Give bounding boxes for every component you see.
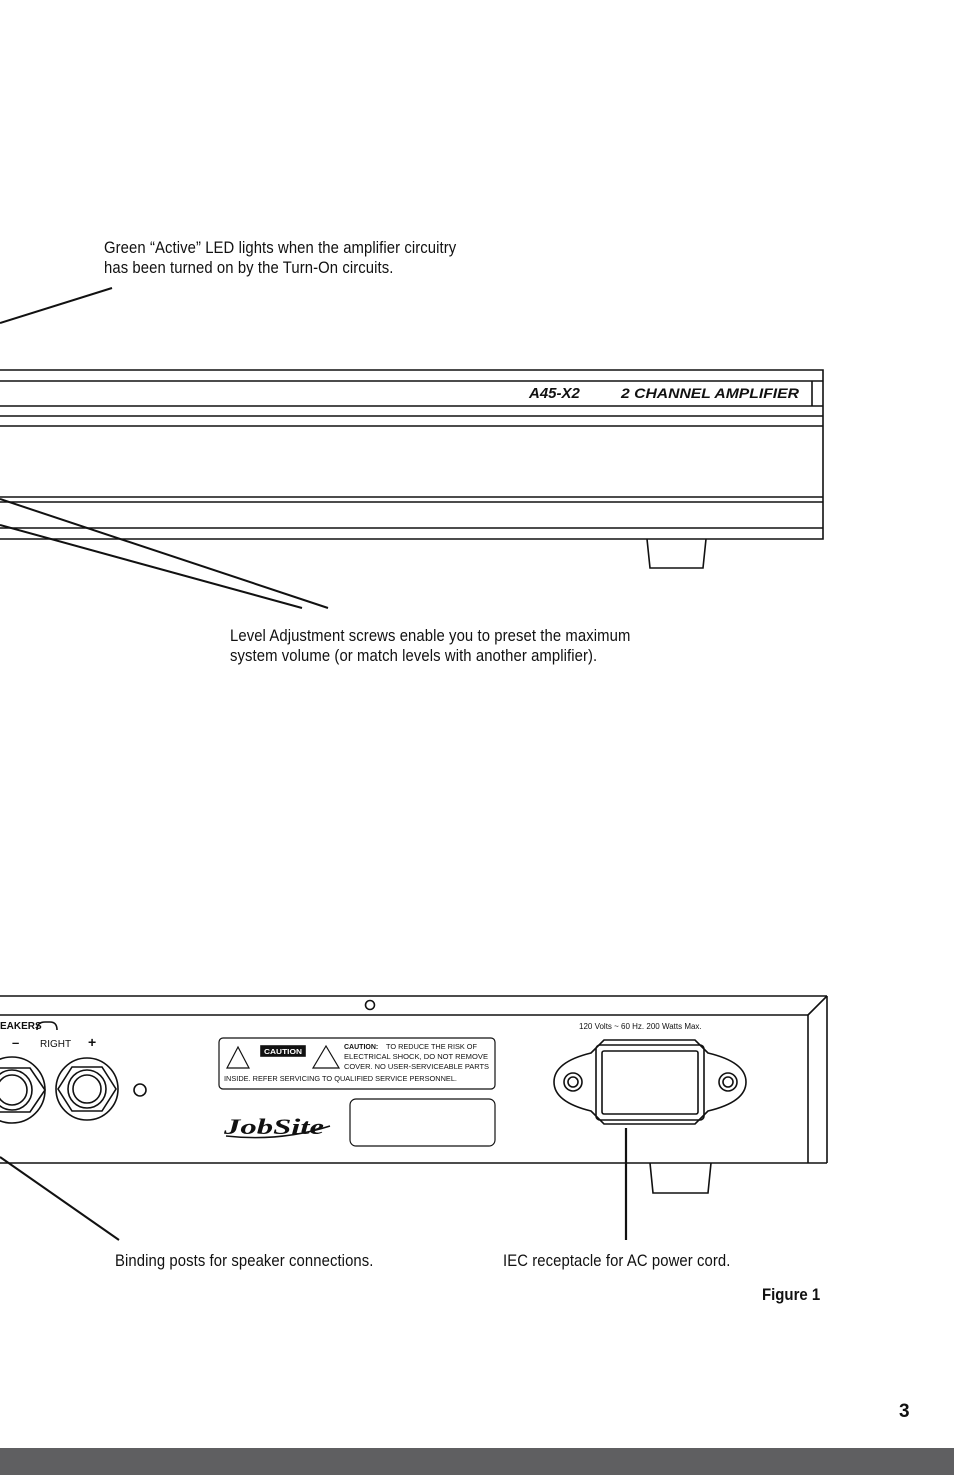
serial-box bbox=[349, 1098, 496, 1147]
iec-caption: IEC receptacle for AC power cord. bbox=[503, 1252, 731, 1270]
caution-line2: ELECTRICAL SHOCK, DO NOT REMOVE bbox=[344, 1054, 488, 1061]
right-channel-label: RIGHT bbox=[40, 1039, 71, 1050]
model-description: 2 CHANNEL AMPLIFIER bbox=[620, 385, 800, 401]
power-rating: 120 Volts ~ 60 Hz. 200 Watts Max. bbox=[579, 1022, 702, 1031]
binding-leader-line bbox=[0, 1156, 120, 1241]
speakers-label: EAKERS bbox=[0, 1021, 42, 1032]
led-leader-line bbox=[0, 287, 113, 324]
front-foot bbox=[646, 538, 707, 569]
figure-label: Figure 1 bbox=[762, 1285, 821, 1304]
level-caption-line1: Level Adjustment screws enable you to pr… bbox=[230, 627, 631, 645]
jobsite-logo: JobSite bbox=[223, 1114, 325, 1139]
caution-heading: CAUTION: bbox=[344, 1044, 378, 1051]
rear-panel bbox=[0, 995, 828, 1194]
caution-badge: CAUTION bbox=[264, 1049, 302, 1056]
level-leader-line-2 bbox=[0, 524, 303, 609]
model-name: A45-X2 bbox=[528, 385, 581, 402]
minus-label: – bbox=[12, 1035, 19, 1050]
top-screw bbox=[364, 999, 376, 1011]
iec-receptacle bbox=[553, 1039, 747, 1125]
led-caption-line2: has been turned on by the Turn-On circui… bbox=[104, 259, 394, 277]
binding-post-right bbox=[55, 1057, 119, 1121]
binding-post-left bbox=[0, 1056, 46, 1124]
front-panel bbox=[0, 369, 824, 569]
caution-line3: COVER. NO USER-SERVICEABLE PARTS bbox=[344, 1064, 489, 1071]
small-jack bbox=[133, 1083, 147, 1097]
caution-line1: TO REDUCE THE RISK OF bbox=[386, 1044, 477, 1051]
level-leader-line-1 bbox=[0, 498, 329, 609]
rear-foot bbox=[649, 1162, 712, 1194]
footer-bar bbox=[0, 1448, 954, 1475]
caution-label bbox=[218, 1037, 496, 1090]
level-caption-line2: system volume (or match levels with anot… bbox=[230, 647, 598, 665]
plus-label: + bbox=[88, 1034, 96, 1050]
page-number: 3 bbox=[899, 1401, 910, 1422]
led-caption-line1: Green “Active” LED lights when the ampli… bbox=[104, 239, 457, 257]
caution-line4: INSIDE. REFER SERVICING TO QUALIFIED SER… bbox=[224, 1076, 457, 1083]
binding-caption: Binding posts for speaker connections. bbox=[115, 1252, 374, 1270]
